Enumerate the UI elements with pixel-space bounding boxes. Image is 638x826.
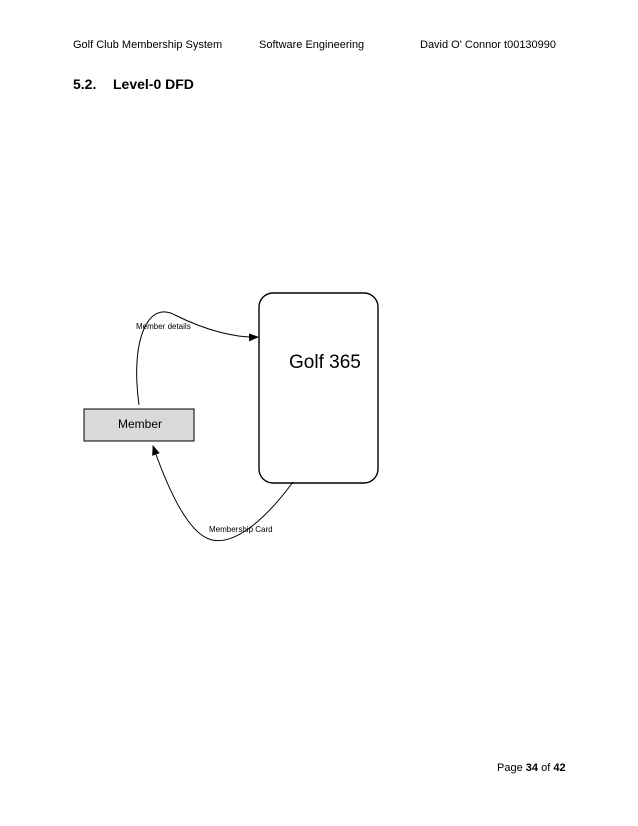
page-number: Page 34 of 42 <box>497 762 566 774</box>
page-separator: of <box>541 762 551 774</box>
page-prefix: Page <box>497 762 523 774</box>
section-number: 5.2. <box>73 76 97 92</box>
process-golf365-box <box>258 292 379 484</box>
section-title: Level-0 DFD <box>113 76 194 92</box>
page-current: 34 <box>525 762 539 774</box>
header-course-name: Software Engineering <box>259 39 365 51</box>
header-author: David O' Connor t00130990 <box>420 39 557 51</box>
header-document-title: Golf Club Membership System <box>73 39 223 51</box>
page-total: 42 <box>553 762 566 774</box>
flow-membership-card-label: Membership Card <box>209 525 273 534</box>
entity-member-box <box>83 408 195 442</box>
flow-membership-card-arrow <box>152 445 294 542</box>
section-heading: 5.2. Level-0 DFD <box>73 76 194 92</box>
flow-member-details-label: Member details <box>136 322 191 331</box>
entity-member-label: Member <box>118 417 162 431</box>
flow-member-details-arrow <box>136 311 259 406</box>
process-golf365-label: Golf 365 <box>289 352 361 373</box>
